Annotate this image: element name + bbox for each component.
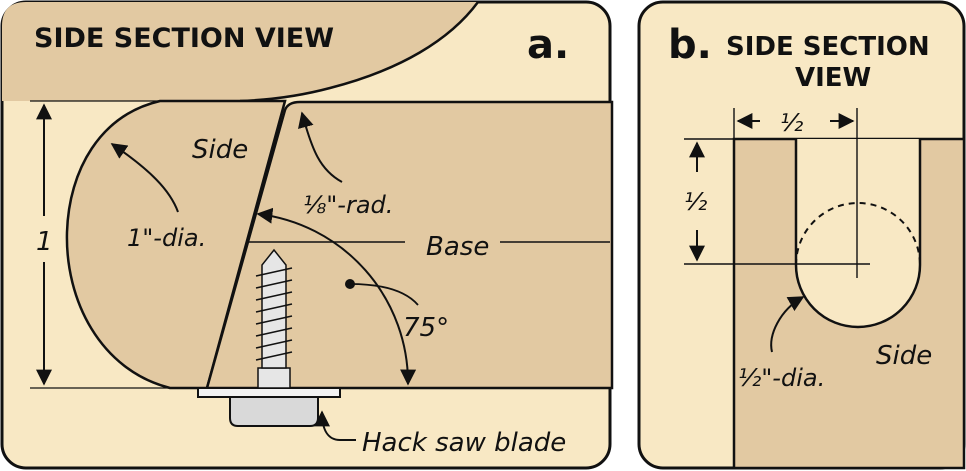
dia-label: 1"-dia. (127, 224, 206, 252)
width-label: ½ (780, 109, 803, 137)
height-label: 1 (36, 227, 53, 257)
hack-saw-blade (197, 387, 341, 398)
upper-wood-shape (2, 2, 478, 101)
screw-head (229, 396, 319, 427)
screw-icon (255, 248, 293, 389)
hole-dia-label: ½"-dia. (738, 364, 825, 392)
panel-a-badge: a. (527, 22, 569, 68)
panel-b-badge: b. (668, 22, 712, 68)
blade-label: Hack saw blade (362, 428, 566, 458)
panel-b-title-2: VIEW (795, 63, 871, 93)
slot-groove (794, 139, 922, 329)
panel-b-title-1: SIDE SECTION (726, 32, 930, 62)
angle-label: 75° (403, 313, 449, 343)
panel-a-title: SIDE SECTION VIEW (34, 23, 334, 54)
side-piece (65, 99, 287, 390)
rad-label: ⅛"-rad. (303, 191, 393, 219)
side-label-b: Side (876, 341, 932, 371)
base-label: Base (426, 232, 489, 262)
panel-b: b. SIDE SECTION VIEW ½ ½ ½"-dia. Side (637, 0, 966, 470)
side-label: Side (192, 135, 248, 165)
depth-label: ½ (684, 188, 707, 216)
panel-a: SIDE SECTION VIEW a. Side 1"-dia. ⅛"-rad… (0, 0, 614, 470)
